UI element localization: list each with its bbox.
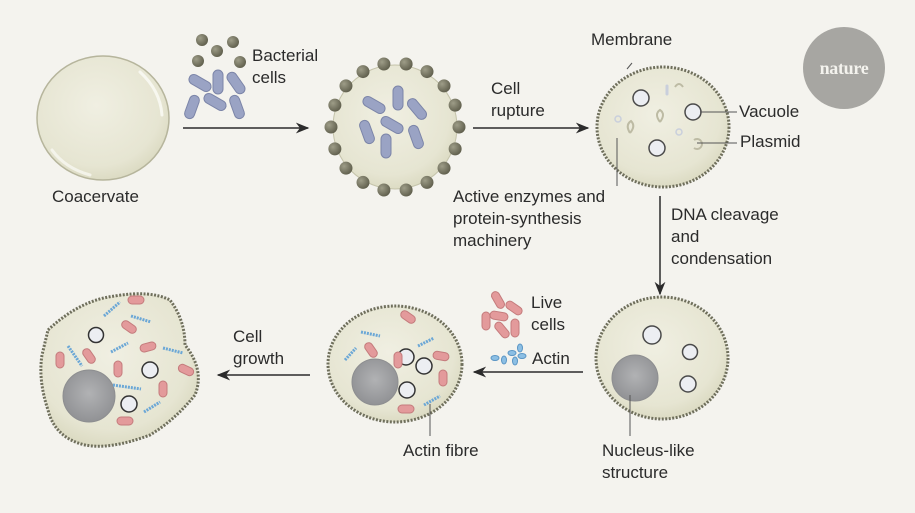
label-line: machinery <box>453 231 532 250</box>
coccus-bacterium <box>339 161 353 175</box>
nucleus-like-structure <box>62 369 116 423</box>
plasmid <box>693 138 703 150</box>
vacuole <box>679 375 697 393</box>
label-line: Nucleus-like <box>602 441 695 460</box>
vacuole <box>120 395 138 413</box>
ruptured-protocell <box>595 62 737 189</box>
rod-bacterium <box>203 93 227 111</box>
actin-fibre <box>112 383 142 391</box>
vacuole <box>398 381 416 399</box>
rod-bacterium <box>226 71 246 95</box>
label-bacterial-cells: Bacterial cells <box>252 45 318 89</box>
label-line: growth <box>233 349 285 368</box>
grown-protocell <box>39 292 200 448</box>
label-actin-fibre: Actin fibre <box>403 441 479 460</box>
live-cells-group <box>481 291 523 339</box>
label-dna-cleavage: DNA cleavage and condensation <box>671 204 779 270</box>
actin-monomers <box>490 343 527 366</box>
coccus-bacterium <box>339 79 353 93</box>
coccus-bacterium <box>399 183 413 197</box>
coccus-bacterium <box>328 98 342 112</box>
coccus-bacterium <box>452 120 466 134</box>
free-bacteria-group <box>184 34 246 120</box>
plasmid <box>626 119 635 134</box>
coccus-bacterium <box>420 175 434 189</box>
coccus-bacterium <box>227 36 239 48</box>
label-membrane: Membrane <box>591 30 673 49</box>
label-coacervate: Coacervate <box>52 187 139 206</box>
coccus-bacterium <box>356 175 370 189</box>
vacuole <box>684 103 702 121</box>
label-line: Cell <box>491 79 521 98</box>
label-line: Bacterial <box>252 46 319 65</box>
vacuole <box>648 139 666 157</box>
coccus-bacterium <box>448 98 462 112</box>
actin-fibre <box>130 314 152 324</box>
label-live-cells: Live cells <box>531 292 565 336</box>
nucleus-like-structure <box>611 354 659 402</box>
plasmid <box>656 108 664 123</box>
vacuole <box>141 361 159 379</box>
actin-fibre <box>343 346 358 362</box>
actin-fibre <box>103 300 121 318</box>
label-line: and <box>671 227 700 246</box>
coccus-bacterium <box>377 57 391 71</box>
label-line: DNA cleavage <box>671 205 779 224</box>
coccus-bacterium <box>437 161 451 175</box>
label-cell-growth: Cell growth <box>233 326 284 370</box>
actin-fibre <box>143 400 161 414</box>
protocell-with-nucleus <box>594 295 730 436</box>
label-line: Active enzymes and <box>453 187 606 206</box>
coccus-bacterium <box>420 65 434 79</box>
coacervate-droplet <box>36 55 170 181</box>
coccus-bacterium <box>356 65 370 79</box>
rod-bacterium <box>212 69 224 95</box>
vacuole <box>87 326 105 344</box>
rod-bacterium <box>188 74 212 92</box>
label-line: rupture <box>491 101 545 120</box>
actin-fibre <box>66 345 84 367</box>
label-nucleus-like: Nucleus-like structure <box>602 440 695 484</box>
label-line: protein-synthesis <box>453 209 582 228</box>
coccus-bacterium <box>324 120 338 134</box>
coccus-bacterium <box>196 34 208 46</box>
label-actin: Actin <box>532 349 570 368</box>
nature-logo: nature <box>803 27 885 109</box>
label-plasmid: Plasmid <box>740 132 801 151</box>
coccus-bacterium <box>377 183 391 197</box>
logo-text: nature <box>819 57 869 78</box>
label-line: Cell <box>233 327 263 346</box>
actin-fibre <box>162 346 184 355</box>
vacuole <box>632 89 650 107</box>
vacuole <box>681 343 699 361</box>
coccus-bacterium <box>234 56 246 68</box>
actin-fibre <box>423 394 441 407</box>
vacuole <box>642 325 662 345</box>
coccus-bacterium <box>192 55 204 67</box>
coccus-bacterium <box>328 142 342 156</box>
coacervate-with-bacteria <box>324 57 466 197</box>
coccus-bacterium <box>399 57 413 71</box>
coccus-bacterium <box>437 79 451 93</box>
rod-bacterium <box>229 94 245 120</box>
label-line: cells <box>531 315 566 334</box>
rod-bacterium <box>184 94 200 120</box>
nucleus-like-structure <box>351 358 399 406</box>
label-cell-rupture: Cell rupture <box>491 78 545 122</box>
label-line: structure <box>602 463 669 482</box>
label-line: condensation <box>671 249 773 268</box>
label-line: Live <box>531 293 563 312</box>
vacuole <box>415 357 433 375</box>
actin-fibre <box>360 330 381 338</box>
actin-fibre <box>110 341 129 354</box>
coccus-bacterium <box>211 45 223 57</box>
protocell-with-actin <box>326 304 464 436</box>
label-vacuole: Vacuole <box>739 102 800 121</box>
label-active-enzymes: Active enzymes and protein-synthesis mac… <box>453 186 605 252</box>
coccus-bacterium <box>448 142 462 156</box>
label-line: cells <box>252 68 287 87</box>
